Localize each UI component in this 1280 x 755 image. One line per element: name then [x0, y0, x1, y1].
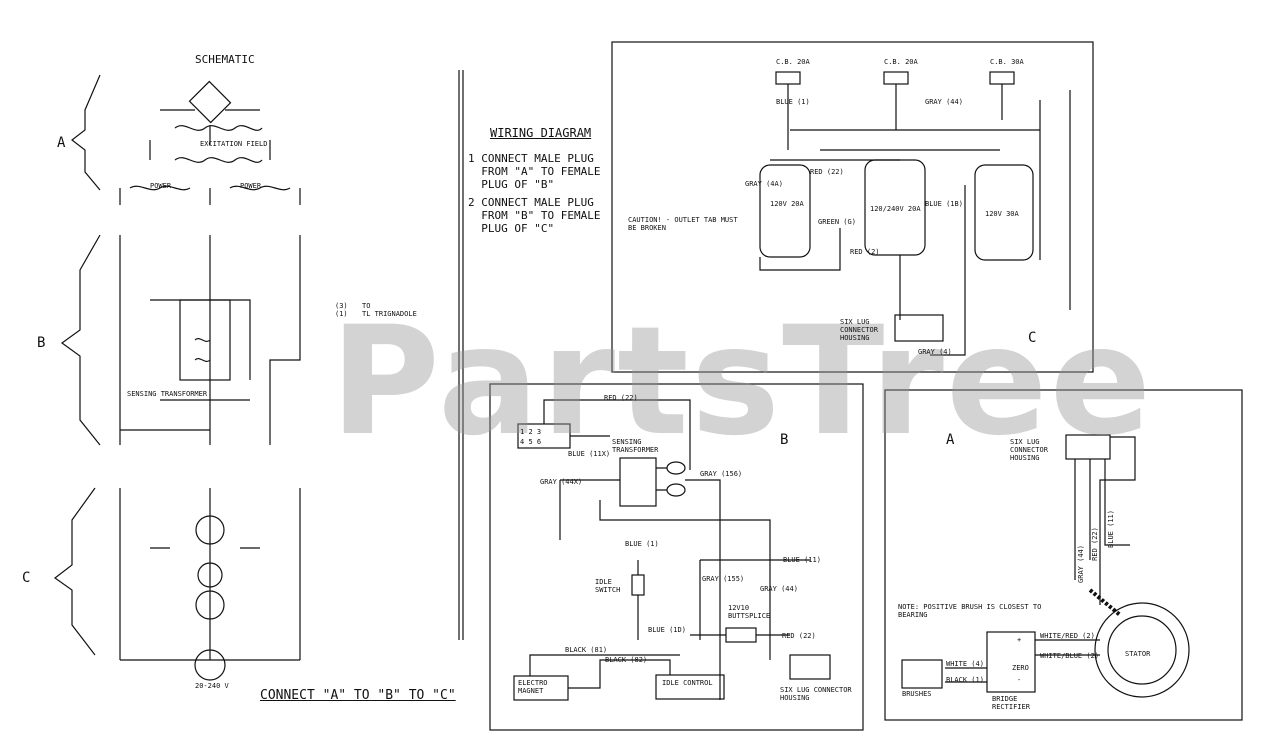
panel-b-wire-9: BLUE (1D) [648, 626, 686, 634]
pin-4: 4 [520, 438, 525, 446]
receptacle-2: 120/240V 20A [870, 205, 921, 213]
panel-a-wire-1: GRAY (44) [1076, 545, 1085, 583]
rectifier-mark-plus: + [1017, 636, 1022, 644]
pin-3: 3 [536, 428, 542, 436]
panel-c-wire-1: BLUE (1) [776, 98, 810, 106]
brush-note: NOTE: POSITIVE BRUSH IS CLOSEST TO BEARI… [898, 603, 1042, 619]
panel-c-label: C [1028, 330, 1037, 346]
panel-b-connector-label: SIX LUG CONNECTOR HOUSING [780, 686, 852, 702]
panel-b-wire-8: GRAY (44) [760, 585, 798, 593]
panel-b-wire-2: BLUE (11X) [568, 450, 611, 458]
instruction-step-2: 2 CONNECT MALE PLUG FROM "B" TO FEMALE P… [468, 196, 601, 235]
schematic-title: SCHEMATIC [195, 53, 255, 66]
schematic-section [53, 70, 464, 681]
breaker-3: C.B. 30A [990, 58, 1024, 66]
panel-b-label: B [780, 432, 789, 448]
panel-b-pins-top: 1 2 3 [520, 428, 541, 436]
panel-b-wire-4: GRAY (156) [700, 470, 743, 478]
stator-label: STATOR [1125, 650, 1151, 658]
pin-5: 5 [528, 438, 533, 446]
panel-a-connector-label: SIX LUG CONNECTOR HOUSING [1010, 438, 1048, 462]
panel-c-wire-8: GRAY (4) [918, 348, 952, 356]
instruction-step-1: 1 CONNECT MALE PLUG FROM "A" TO FEMALE P… [468, 152, 601, 191]
panel-b-wire-3: GRAY (44X) [540, 478, 583, 486]
pin-1: 1 [520, 428, 525, 436]
breaker-1: C.B. 20A [776, 58, 810, 66]
excitation-field-label: EXCITATION FIELD [200, 140, 268, 148]
panel-c-wire-4: GRAY (44) [925, 98, 963, 106]
panel-c-wire-2: GRAY (4A) [745, 180, 783, 188]
panel-c-wire-7: RED (2) [850, 248, 880, 256]
caution-note: CAUTION! - OUTLET TAB MUST BE BROKEN [628, 216, 738, 232]
panel-a-wire-7: BLACK (1) [946, 676, 984, 684]
section-label-a: A [57, 135, 66, 151]
tr-note-3: TO [362, 302, 371, 310]
bridge-rectifier-label: BRIDGE RECTIFIER [992, 695, 1030, 711]
panel-b-wire-1: RED (22) [604, 394, 638, 402]
breaker-2: C.B. 20A [884, 58, 918, 66]
section-label-c: C [22, 570, 31, 586]
panel-a [884, 389, 1243, 721]
panel-b-wire-7: GRAY (155) [702, 575, 745, 583]
power-label-2: POWER [240, 182, 262, 190]
panel-c-wire-6: GREEN (G) [818, 218, 856, 226]
panel-b-wire-10: RED (22) [782, 632, 816, 640]
brushes-label: BRUSHES [902, 690, 932, 698]
panel-b-wire-6: BLUE (11) [783, 556, 821, 564]
pin-2: 2 [528, 428, 533, 436]
panel-a-wire-6: WHITE (4) [946, 660, 984, 668]
idle-control-label: IDLE CONTROL [662, 679, 713, 687]
sensing-transformer-label: SENSING TRANSFORMER [612, 438, 659, 454]
connect-footer: CONNECT "A" TO "B" TO "C" [260, 688, 456, 703]
panel-a-label: A [946, 432, 955, 448]
pin-6: 6 [536, 438, 542, 446]
rectifier-mark-zero: ZERO [1012, 664, 1029, 672]
panel-b-wire-12: BLACK (82) [605, 656, 648, 664]
panel-a-wire-5: WHITE/BLUE (2) [1040, 652, 1100, 660]
panel-b-wire-5: BLUE (1) [625, 540, 659, 548]
power-label-1: POWER [150, 182, 172, 190]
tr-note-1: (3) [335, 302, 348, 310]
wiring-diagram-title: WIRING DIAGRAM [490, 126, 592, 140]
tr-note-2: (1) [335, 310, 348, 318]
panel-b-pins-bottom: 4 5 6 [520, 438, 541, 446]
section-label-b: B [37, 335, 46, 351]
rectifier-mark-minus: - [1017, 676, 1022, 684]
panel-b [489, 383, 864, 731]
panel-a-wire-2: RED (22) [1090, 527, 1099, 561]
tr-note-4: TL TRIGNADOLE [362, 310, 417, 318]
panel-b-wire-11: BLACK (81) [565, 646, 608, 654]
panel-c-wire-3: RED (22) [810, 168, 844, 176]
electro-magnet-label: ELECTRO MAGNET [518, 679, 548, 695]
schematic-sensing-label: SENSING TRANSFORMER [127, 390, 208, 398]
idle-switch-label: IDLE SWITCH [595, 578, 621, 594]
receptacle-3: 120V 30A [985, 210, 1019, 218]
receptacle-1: 120V 20A [770, 200, 804, 208]
panel-a-wire-4: WHITE/RED (2) [1040, 632, 1095, 640]
buttsplice-label: 12V10 BUTTSPLICE [728, 604, 771, 620]
panel-a-wire-3: BLUE (11) [1106, 510, 1115, 548]
panel-c-connector-label: SIX LUG CONNECTOR HOUSING [840, 318, 878, 342]
receptacle-rating: 20-240 V [195, 682, 229, 690]
panel-c [611, 41, 1094, 373]
panel-c-wire-5: BLUE (1B) [925, 200, 963, 208]
